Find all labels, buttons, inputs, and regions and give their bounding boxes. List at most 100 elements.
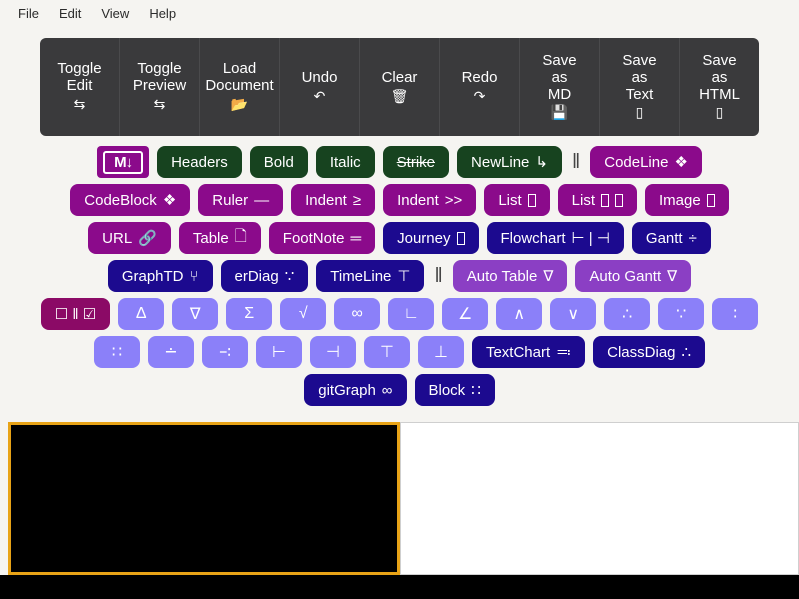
toolbar-button-label: Redo xyxy=(461,68,498,86)
md-button-flowchart[interactable]: Flowchart⊢ | ⊣ xyxy=(486,222,624,254)
toolbar-button-toggle-preview[interactable]: Toggle Preview⇆ xyxy=(120,38,200,136)
auto-gantt-glyph-icon: ∇ xyxy=(667,268,678,285)
classdiag-glyph-icon: ∴ xyxy=(681,344,692,361)
md-button-auto-gantt[interactable]: Auto Gantt∇ xyxy=(575,260,692,292)
menu-bar: File Edit View Help xyxy=(0,0,799,27)
symbol-button-right-tack[interactable]: ⊢ xyxy=(255,336,302,368)
symbol-button-nabla[interactable]: ∇ xyxy=(172,298,219,330)
markdown-logo[interactable]: M↓ xyxy=(97,146,150,178)
toolbar-button-toggle-edit[interactable]: Toggle Edit⇆ xyxy=(40,38,120,136)
row-symbols-2: ∷∸∹⊢⊣⊤⊥TextChart≕ ClassDiag ∴ xyxy=(0,336,799,368)
symbol-button-excess[interactable]: ∹ xyxy=(201,336,248,368)
md-button-checkbox[interactable]: ☐ ‖ ☑ xyxy=(40,298,111,330)
md-button-label: Flowchart xyxy=(500,229,566,247)
md-button-image[interactable]: Image xyxy=(645,184,729,216)
md-button-label: ClassDiag xyxy=(607,343,676,361)
md-button-journey[interactable]: Journey xyxy=(383,222,479,254)
toolbar-button-clear[interactable]: Clear🗑 xyxy=(360,38,440,136)
symbol-button-sigma[interactable]: Σ xyxy=(226,298,273,330)
redo-icon: ↷ xyxy=(473,87,486,104)
md-button-newline[interactable]: NewLine↳ xyxy=(457,146,562,178)
missing-glyph-icon xyxy=(456,231,465,245)
symbol-button-infinity[interactable]: ∞ xyxy=(334,298,381,330)
symbol-button-proportion[interactable]: ∷ xyxy=(93,336,140,368)
md-button-gantt[interactable]: Gantt÷ xyxy=(631,222,711,254)
md-button-italic[interactable]: Italic xyxy=(315,146,375,178)
md-button-codeline[interactable]: CodeLine❖ xyxy=(590,146,702,178)
symbol-button-up-tack[interactable]: ⊥ xyxy=(417,336,464,368)
md-button-erdiag[interactable]: erDiag∵ xyxy=(220,260,309,292)
symbol-button-delta[interactable]: Δ xyxy=(118,298,165,330)
md-button-label: List xyxy=(571,191,596,209)
menu-item-view[interactable]: View xyxy=(101,6,130,21)
editor-content[interactable] xyxy=(11,425,397,433)
editor-pane[interactable] xyxy=(8,422,400,575)
symbol-button-right-angle[interactable]: ∟ xyxy=(388,298,435,330)
md-button-indent[interactable]: Indent≥ xyxy=(291,184,376,216)
missing-glyph-icon xyxy=(527,193,536,207)
md-button-indent-more[interactable]: Indent >> xyxy=(383,184,477,216)
md-button-block[interactable]: Block∷ xyxy=(414,374,495,406)
row-git: gitGraph∞Block∷ xyxy=(0,374,799,406)
md-button-bold[interactable]: Bold xyxy=(249,146,308,178)
md-button-classdiag[interactable]: ClassDiag ∴ xyxy=(593,336,706,368)
md-button-codeblock[interactable]: CodeBlock❖ xyxy=(70,184,191,216)
preview-pane[interactable] xyxy=(400,422,799,575)
auto-table-glyph-icon: ∇ xyxy=(543,268,554,285)
toolbar-button-undo[interactable]: Undo↶ xyxy=(280,38,360,136)
md-button-label: Ruler xyxy=(212,191,249,209)
toolbar-button-redo[interactable]: Redo↷ xyxy=(440,38,520,136)
menu-item-help[interactable]: Help xyxy=(149,6,177,21)
symbol-button-ratio[interactable]: ∶ xyxy=(712,298,759,330)
toolbar-button-save-as-html[interactable]: Save as HTML▯ xyxy=(680,38,759,136)
md-button-label: TimeLine xyxy=(330,267,392,285)
md-button-timeline[interactable]: TimeLine⊤ xyxy=(316,260,425,292)
symbol-button-sqrt[interactable]: √ xyxy=(280,298,327,330)
indent-more-glyph-icon: >> xyxy=(444,191,463,209)
md-button-label: Journey xyxy=(397,229,451,247)
md-button-footnote[interactable]: FootNote═ xyxy=(268,222,376,254)
md-button-label: List xyxy=(498,191,522,209)
menu-item-edit[interactable]: Edit xyxy=(58,6,82,21)
md-button-headers[interactable]: Headers xyxy=(157,146,242,178)
menu-item-file[interactable]: File xyxy=(18,6,39,21)
md-button-label: Bold xyxy=(263,153,294,171)
codeline-glyph-icon: ❖ xyxy=(674,154,688,171)
toolbar-button-save-as-text[interactable]: Save as Text▯ xyxy=(600,38,680,136)
md-button-url[interactable]: URL🔗 xyxy=(88,222,171,254)
symbol-button-logical-or[interactable]: ∨ xyxy=(550,298,597,330)
row-symbols-1: ☐ ‖ ☑Δ∇Σ√∞∟∠∧∨∴∵∶ xyxy=(0,298,799,330)
row-insert: URL🔗Table🗋FootNote═ Journey Flowchart⊢ | ⊣… xyxy=(0,222,799,254)
md-button-graphtd[interactable]: GraphTD⑂ xyxy=(107,260,213,292)
md-button-label: CodeBlock xyxy=(84,191,157,209)
toolbar-button-load-document[interactable]: Load Document📂 xyxy=(200,38,280,136)
indent-glyph-icon: ≥ xyxy=(352,191,362,209)
footnote-glyph-icon: ═ xyxy=(350,229,362,247)
symbol-button-logical-and[interactable]: ∧ xyxy=(496,298,543,330)
md-button-table[interactable]: Table🗋 xyxy=(178,222,261,254)
separator: ‖ xyxy=(434,265,443,287)
md-button-textchart[interactable]: TextChart≕ xyxy=(471,336,586,368)
erdiag-glyph-icon: ∵ xyxy=(284,268,295,285)
md-button-auto-table[interactable]: Auto Table ∇ xyxy=(452,260,568,292)
status-strip xyxy=(0,575,799,599)
toolbar-button-label: Save as Text xyxy=(622,51,657,103)
toolbar-button-save-as-md[interactable]: Save as MD💾 xyxy=(520,38,600,136)
symbol-button-left-tack[interactable]: ⊣ xyxy=(309,336,356,368)
md-button-list-ordered[interactable]: List xyxy=(557,184,638,216)
block-glyph-icon: ∷ xyxy=(471,382,481,399)
clear-icon: 🗑 xyxy=(390,87,409,104)
symbol-button-because[interactable]: ∵ xyxy=(658,298,705,330)
md-button-ruler[interactable]: Ruler— xyxy=(198,184,284,216)
md-button-label: Table xyxy=(192,229,229,247)
symbol-button-therefore[interactable]: ∴ xyxy=(604,298,651,330)
md-button-list[interactable]: List xyxy=(484,184,550,216)
symbol-button-down-tack[interactable]: ⊤ xyxy=(363,336,410,368)
md-button-gitgraph[interactable]: gitGraph∞ xyxy=(304,374,407,406)
symbol-button-angle[interactable]: ∠ xyxy=(442,298,489,330)
toggle-edit-icon: ⇆ xyxy=(73,95,86,112)
md-button-label: Auto Table xyxy=(466,267,538,285)
md-button-label: Indent xyxy=(397,191,439,209)
symbol-button-dot-minus[interactable]: ∸ xyxy=(147,336,194,368)
md-button-strike[interactable]: Strike xyxy=(382,146,450,178)
